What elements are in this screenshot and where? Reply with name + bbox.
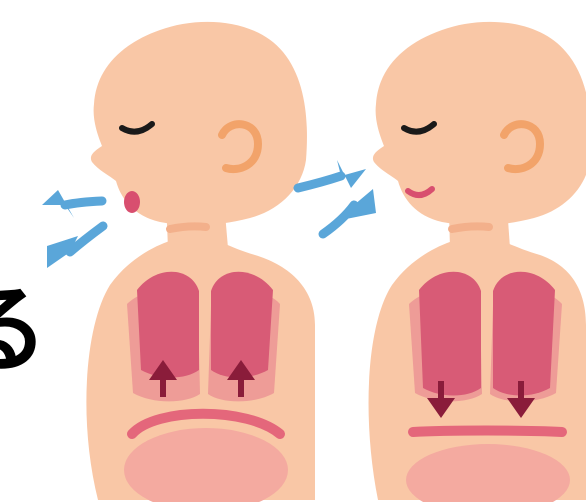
inhale-air-arrow-lower-head-icon bbox=[341, 189, 376, 220]
inhale-right-lung bbox=[493, 272, 555, 396]
exhale-left-lung bbox=[137, 272, 199, 378]
exhale-neck-line bbox=[170, 226, 206, 229]
inhale-air-arrow-upper-head-icon bbox=[337, 160, 366, 188]
exhale-figure bbox=[42, 22, 315, 502]
inhale-diaphragm bbox=[413, 431, 562, 433]
inhale-air-arrow-lower-icon bbox=[323, 205, 354, 234]
inhale-head bbox=[373, 22, 586, 226]
inhale-air-arrow-upper-icon bbox=[298, 176, 341, 188]
exhale-mouth-icon bbox=[124, 191, 140, 213]
exhale-head bbox=[91, 22, 307, 226]
inhale-left-lung bbox=[419, 272, 481, 396]
inhale-neck-line bbox=[452, 226, 489, 229]
exhale-air-arrow-upper-icon bbox=[65, 201, 102, 205]
clipped-japanese-character: る bbox=[0, 275, 48, 385]
inhale-figure bbox=[298, 22, 586, 502]
